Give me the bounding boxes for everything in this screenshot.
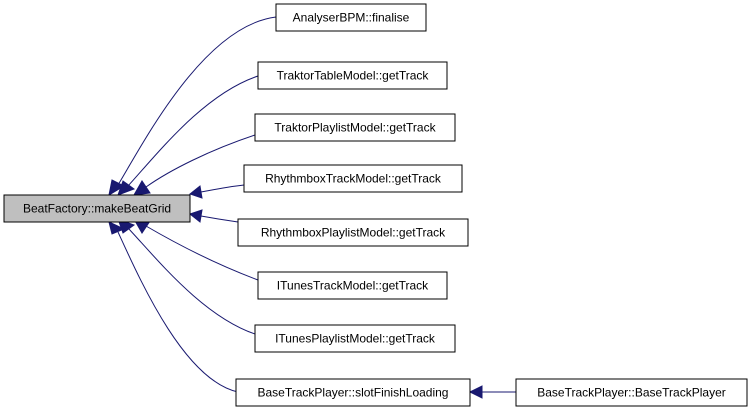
edge-rhythmbox-playlist-model-to-make-beat-grid <box>188 209 239 223</box>
nodes: BeatFactory::makeBeatGrid AnalyserBPM::f… <box>3 3 748 407</box>
node-label: ITunesTrackModel::getTrack <box>277 279 429 293</box>
node-traktor-playlist-model-get-track[interactable]: TraktorPlaylistModel::getTrack <box>254 113 456 142</box>
edge-slot-finish-loading-to-make-beat-grid <box>108 221 239 393</box>
node-base-track-player-slot-finish-loading[interactable]: BaseTrackPlayer::slotFinishLoading <box>235 378 471 407</box>
node-label: BaseTrackPlayer::slotFinishLoading <box>258 386 449 400</box>
edge-traktor-playlist-model-to-make-beat-grid <box>133 134 256 196</box>
node-rhythmbox-track-model-get-track[interactable]: RhythmboxTrackModel::getTrack <box>243 164 463 193</box>
edge-analyserbpm-finalise-to-make-beat-grid <box>108 16 277 197</box>
node-label: RhythmboxPlaylistModel::getTrack <box>261 226 446 240</box>
edge-base-track-player-ctor-to-slot-finish-loading <box>468 385 516 399</box>
node-rhythmbox-playlist-model-get-track[interactable]: RhythmboxPlaylistModel::getTrack <box>237 218 469 247</box>
node-label: AnalyserBPM::finalise <box>293 11 410 25</box>
node-traktor-table-model-get-track[interactable]: TraktorTableModel::getTrack <box>257 61 448 90</box>
node-label: BeatFactory::makeBeatGrid <box>23 202 171 216</box>
node-base-track-player-base-track-player[interactable]: BaseTrackPlayer::BaseTrackPlayer <box>515 378 748 407</box>
node-label: RhythmboxTrackModel::getTrack <box>265 172 442 186</box>
node-beat-factory-make-beat-grid[interactable]: BeatFactory::makeBeatGrid <box>3 194 191 223</box>
node-analyserbpm-finalise[interactable]: AnalyserBPM::finalise <box>275 3 427 32</box>
edge-rhythmbox-track-model-to-make-beat-grid <box>188 184 245 199</box>
node-label: ITunesPlaylistModel::getTrack <box>275 332 436 346</box>
node-label: TraktorTableModel::getTrack <box>277 69 430 83</box>
edge-traktor-table-model-to-make-beat-grid <box>117 75 259 196</box>
node-label: TraktorPlaylistModel::getTrack <box>274 121 436 135</box>
node-itunes-track-model-get-track[interactable]: ITunesTrackModel::getTrack <box>257 271 448 300</box>
node-label: BaseTrackPlayer::BaseTrackPlayer <box>537 386 726 400</box>
node-itunes-playlist-model-get-track[interactable]: ITunesPlaylistModel::getTrack <box>254 324 456 353</box>
